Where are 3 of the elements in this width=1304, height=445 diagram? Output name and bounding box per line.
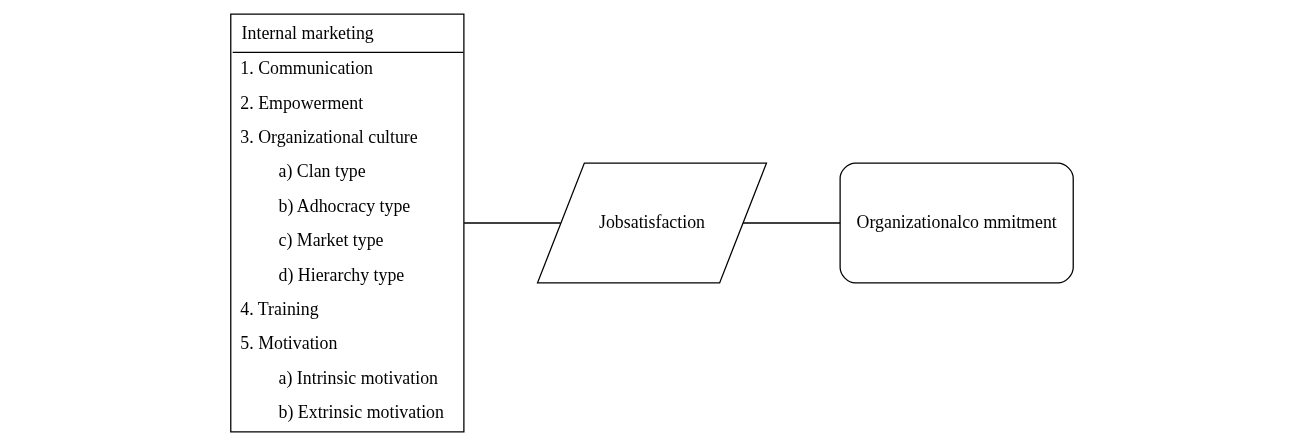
connector <box>463 221 562 224</box>
connector <box>742 221 841 224</box>
node-box: Organizationalco mmitment <box>839 162 1074 283</box>
